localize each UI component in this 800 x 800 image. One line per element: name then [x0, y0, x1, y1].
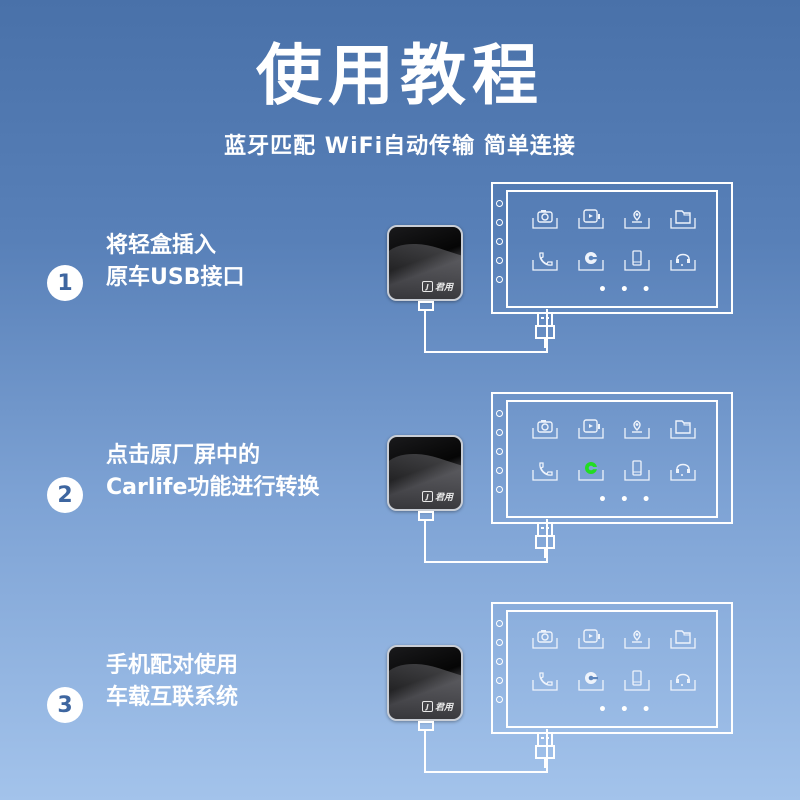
screen-knob — [496, 620, 503, 627]
video-icon[interactable] — [577, 418, 605, 439]
page-subtitle: 蓝牙匹配 WiFi自动传输 简单连接 — [224, 134, 576, 159]
more-dots: • • • — [598, 702, 655, 718]
phone-icon[interactable] — [531, 460, 559, 481]
car-screen-display — [506, 610, 718, 728]
usb-plug-icon — [535, 522, 555, 558]
device-usb-port — [418, 511, 434, 521]
folder-icon[interactable] — [669, 628, 697, 649]
step-line-2: Carlife功能进行转换 — [106, 475, 320, 500]
carlife-icon[interactable] — [577, 250, 605, 271]
camera-icon[interactable] — [531, 628, 559, 649]
screen-knob — [496, 238, 503, 245]
folder-icon[interactable] — [669, 418, 697, 439]
screen-knob — [496, 219, 503, 226]
step-description: 将轻盒插入 原车USB接口 — [106, 230, 244, 294]
mobile-icon[interactable] — [623, 670, 651, 691]
step-description: 点击原厂屏中的 Carlife功能进行转换 — [106, 440, 319, 504]
screen-knob — [496, 448, 503, 455]
video-icon[interactable] — [577, 208, 605, 229]
usb-plug-icon — [535, 312, 555, 348]
screen-knob — [496, 276, 503, 283]
screen-knob — [496, 696, 503, 703]
camera-icon[interactable] — [531, 418, 559, 439]
location-icon[interactable] — [623, 418, 651, 439]
device-usb-port — [418, 301, 434, 311]
location-icon[interactable] — [623, 628, 651, 649]
screen-knob — [496, 200, 503, 207]
step-line-2: 原车USB接口 — [106, 265, 245, 290]
device-usb-port — [418, 721, 434, 731]
screen-knob — [496, 410, 503, 417]
step-number-badge: 2 — [47, 477, 83, 513]
phone-icon[interactable] — [531, 670, 559, 691]
carlife-icon[interactable] — [577, 460, 605, 481]
headset-icon[interactable] — [669, 250, 697, 271]
screen-knob — [496, 467, 503, 474]
step-line-1: 将轻盒插入 — [106, 233, 217, 258]
headset-icon[interactable] — [669, 670, 697, 691]
step-line-1: 点击原厂屏中的 — [106, 443, 261, 468]
page-title: 使用教程 — [256, 37, 544, 114]
more-dots: • • • — [598, 282, 655, 298]
step-line-1: 手机配对使用 — [106, 653, 239, 678]
mobile-icon[interactable] — [623, 250, 651, 271]
car-screen-frame — [491, 182, 733, 314]
car-screen-display — [506, 190, 718, 308]
headset-icon[interactable] — [669, 460, 697, 481]
video-icon[interactable] — [577, 628, 605, 649]
phone-icon[interactable] — [531, 250, 559, 271]
car-screen-frame — [491, 602, 733, 734]
folder-icon[interactable] — [669, 208, 697, 229]
mobile-icon[interactable] — [623, 460, 651, 481]
usb-plug-icon — [535, 732, 555, 768]
screen-knob — [496, 429, 503, 436]
car-screen-display — [506, 400, 718, 518]
car-screen-frame — [491, 392, 733, 524]
screen-knob — [496, 658, 503, 665]
step-number-badge: 3 — [47, 687, 83, 723]
screen-knob — [496, 639, 503, 646]
carlife-icon[interactable] — [577, 670, 605, 691]
more-dots: • • • — [598, 492, 655, 508]
screen-knob — [496, 677, 503, 684]
screen-knob — [496, 257, 503, 264]
usb-cable — [424, 519, 548, 563]
step-description: 手机配对使用 车载互联系统 — [106, 650, 238, 714]
location-icon[interactable] — [623, 208, 651, 229]
screen-knob — [496, 486, 503, 493]
camera-icon[interactable] — [531, 208, 559, 229]
usb-cable — [424, 309, 548, 353]
step-number-badge: 1 — [47, 265, 83, 301]
usb-cable — [424, 729, 548, 773]
step-line-2: 车载互联系统 — [106, 685, 239, 710]
